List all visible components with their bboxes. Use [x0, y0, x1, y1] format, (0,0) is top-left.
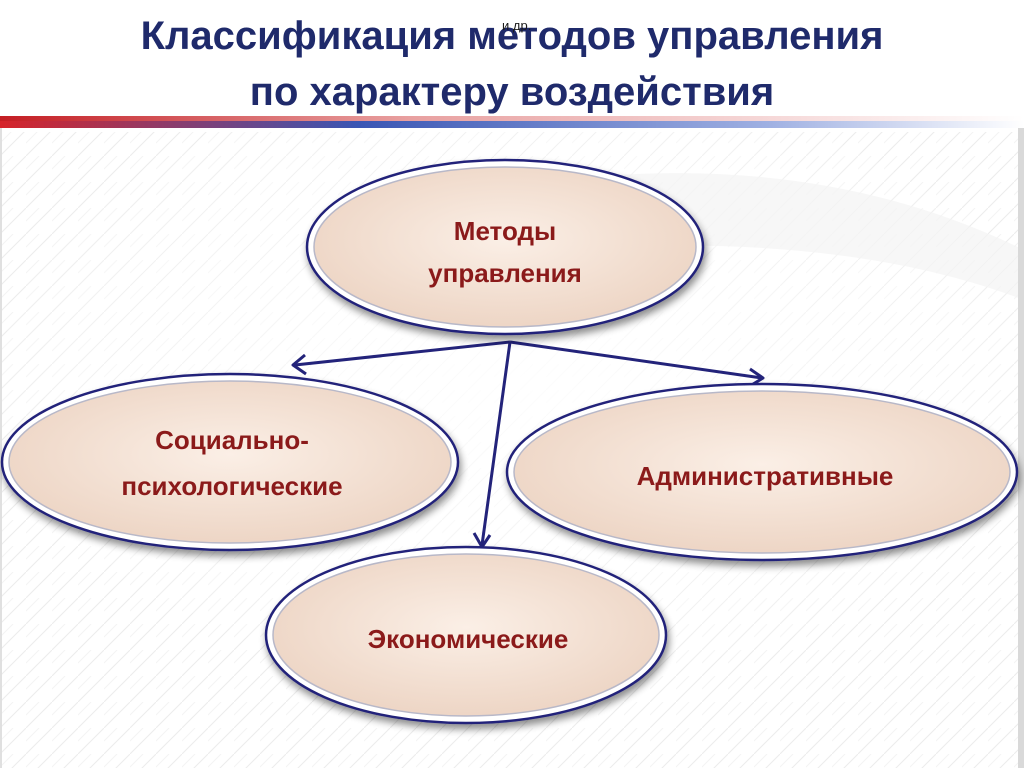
- arrow-to-admin: [509, 340, 765, 388]
- arrow-to-social: [291, 340, 511, 376]
- node-social: [0, 372, 460, 552]
- node-admin-label: Административные: [637, 461, 894, 491]
- node-econ: [264, 545, 668, 725]
- slide-title-line-2: по характеру воздействия: [249, 70, 775, 114]
- node-root: [305, 158, 705, 336]
- node-root-label-line-2: управления: [428, 258, 582, 288]
- overlay-note: и др.: [502, 18, 532, 33]
- node-social-label-line-1: Социально-: [155, 425, 309, 455]
- slide-title-line-1: Классификация методов управления: [140, 14, 884, 58]
- node-econ-label: Экономические: [368, 624, 569, 654]
- node-root-label-line-1: Методы: [454, 216, 556, 246]
- node-social-label-line-2: психологические: [121, 471, 342, 501]
- slide-title: Классификация методов управления по хара…: [0, 8, 1024, 120]
- arrow-to-econ: [472, 341, 512, 549]
- node-admin: [505, 382, 1019, 562]
